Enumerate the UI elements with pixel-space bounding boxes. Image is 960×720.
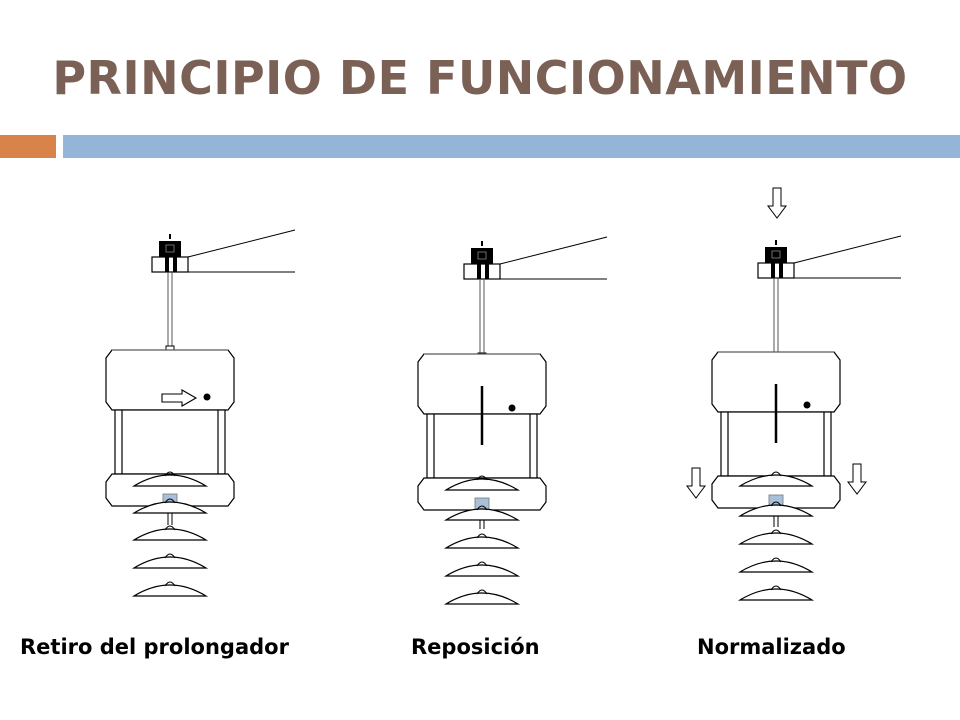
title-underline-bar [63,135,960,158]
down-arrow-icon [686,467,706,499]
down-arrow-icon [847,463,867,495]
caption-retiro: Retiro del prolongador [20,635,289,659]
panel-reposicion [417,236,608,605]
title-accent-bar [0,135,56,158]
panel-retiro [105,229,296,597]
caption-reposicion: Reposición [411,635,540,659]
slide-title: PRINCIPIO DE FUNCIONAMIENTO [52,51,908,105]
caption-normalizado: Normalizado [697,635,846,659]
panel-normalizado [686,187,902,601]
right-arrow-icon [161,389,198,407]
down-arrow-icon [767,187,787,219]
